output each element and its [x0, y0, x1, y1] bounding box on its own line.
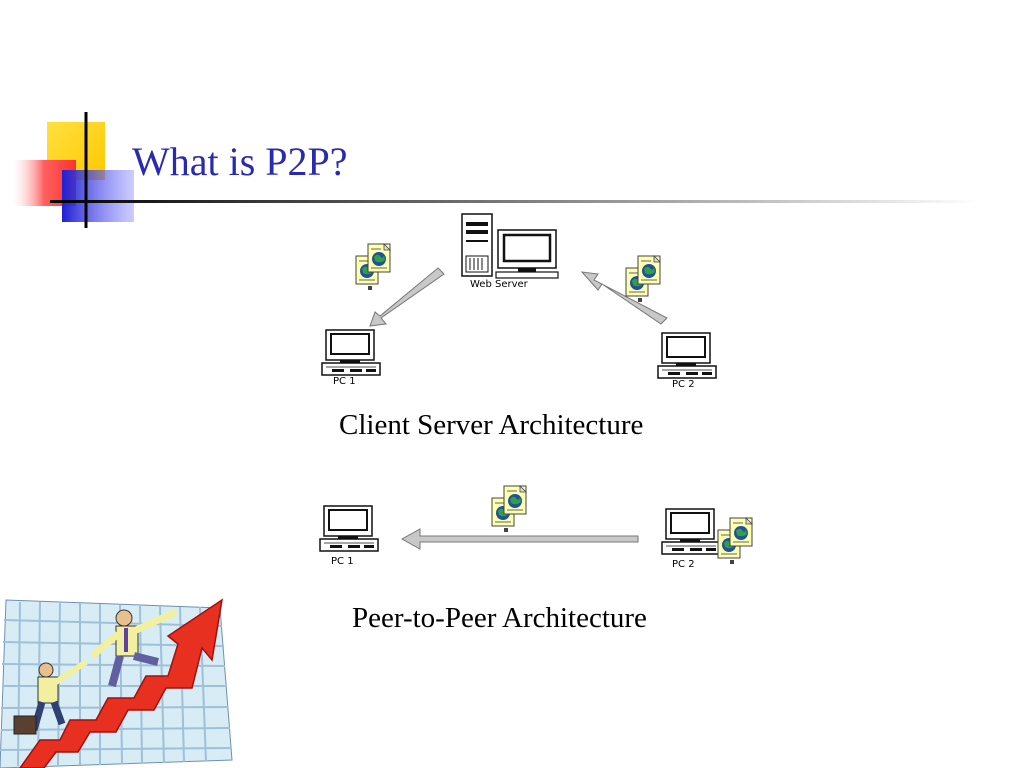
p2p-pc2-icon — [661, 508, 721, 555]
web-server-label: Web Server — [470, 279, 529, 290]
documents-icon — [626, 256, 660, 302]
documents-icon — [356, 244, 390, 290]
p2p-pc2-label: PC 2 — [672, 559, 695, 570]
p2p-pc1-icon — [319, 505, 379, 552]
pc1-label: PC 1 — [333, 376, 356, 387]
p2p-caption: Peer-to-Peer Architecture — [352, 602, 647, 634]
title-decoration — [12, 112, 980, 228]
businessman-top-icon — [89, 608, 178, 688]
web-server-icon — [461, 213, 559, 279]
title-rule — [50, 200, 980, 203]
pc1-icon — [321, 329, 381, 376]
rising-arrow-icon — [19, 598, 224, 768]
client-server-caption: Client Server Architecture — [339, 409, 644, 441]
businessman-bottom-icon — [13, 659, 88, 735]
arrow-server-to-pc1 — [369, 267, 445, 327]
arrow-pc2-to-server — [580, 271, 668, 325]
business-climb-clipart — [0, 598, 233, 768]
pc2-icon — [657, 332, 717, 379]
briefcase-icon — [13, 715, 37, 735]
blue-square — [62, 170, 134, 222]
documents-icon — [492, 486, 526, 532]
arrow-pc2-to-pc1 — [400, 528, 639, 550]
pc2-label: PC 2 — [672, 379, 695, 390]
documents-icon — [718, 518, 752, 564]
p2p-pc1-label: PC 1 — [331, 556, 354, 567]
slide-title: What is P2P? — [132, 139, 348, 184]
